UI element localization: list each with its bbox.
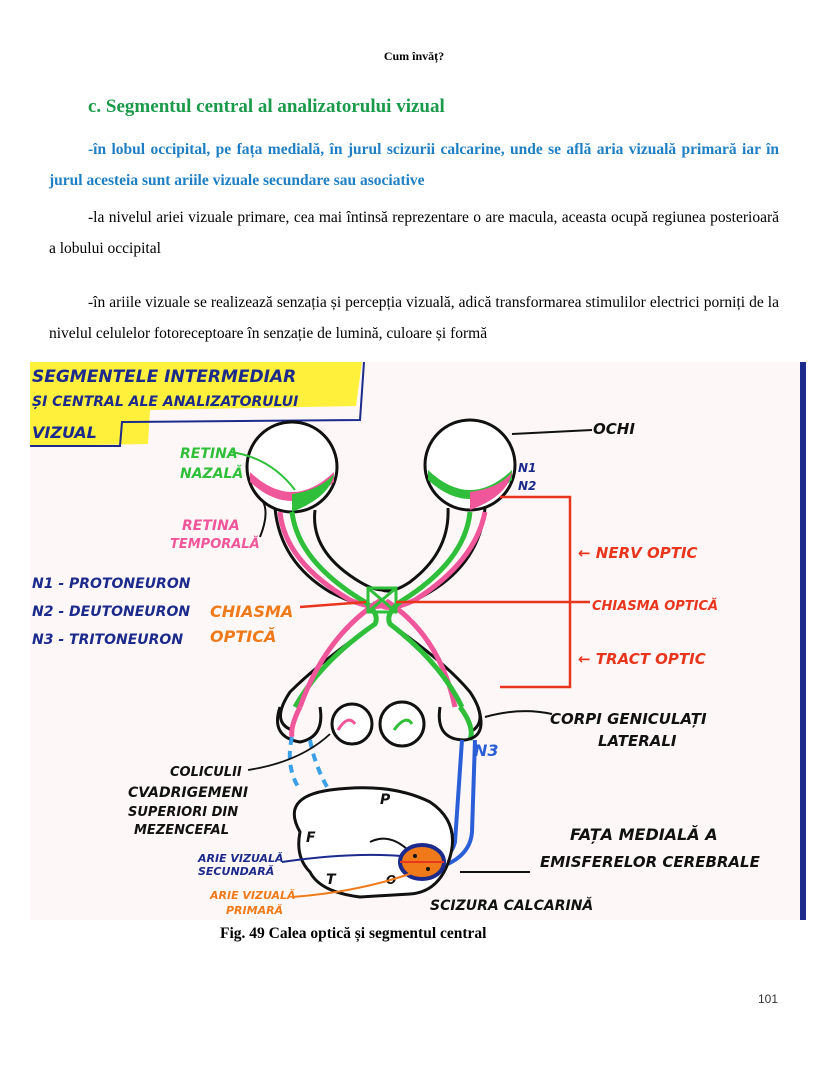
legend-n2: N2 - DEUTONEURON [32,604,190,620]
page-number: 101 [758,992,779,1006]
optic-pathway-drawing: SEGMENTELE INTERMEDIAR ȘI CENTRAL ALE AN… [30,362,761,917]
paragraph-primary-visual-area: -la nivelul ariei vizuale primare, cea m… [49,209,779,257]
retina-temporala-label-2: TEMPORALĂ [170,536,260,552]
n2-label: N2 [518,479,536,493]
coliculi-label-1: COLICULII [170,765,242,780]
coliculi-pointer [247,733,331,771]
nerv-optic-label: ← NERV OPTIC [578,544,698,562]
legend-n1: N1 - PROTONEURON [32,576,191,592]
arie-primara-label-1: ARIE VIZUALĂ [209,889,295,902]
arie-primara-pointer [291,871,416,898]
left-eye [245,420,339,514]
tract-optic-label: ← TRACT OPTIC [578,650,706,668]
right-eye [423,418,517,512]
coliculi-label-4: MEZENCEFAL [134,823,229,838]
retina-temporala-label-1: RETINA [182,518,240,534]
lobe-t-label: T [326,872,337,888]
chiasma-optica-right-label: CHIASMA OPTICĂ [592,598,718,614]
retina-nazala-label-2: NAZALĂ [180,464,243,482]
fata-mediala-label-1: FAȚA MEDIALĂ A [570,825,718,844]
retina-nazala-pointer [229,451,296,491]
optic-pathway-figure: SEGMENTELE INTERMEDIAR ȘI CENTRAL ALE AN… [30,362,806,920]
figure-title-line-1: SEGMENTELE INTERMEDIAR [32,367,296,387]
arie-secundara-label-1: ARIE VIZUALĂ [197,852,283,865]
legend-n3: N3 - TRITONEURON [32,632,183,648]
section-title: c. Segmentul central al analizatorului v… [88,96,445,117]
figure-title-line-3: VIZUAL [32,423,97,442]
fata-mediala-label-2: EMISFERELOR CEREBRALE [540,853,761,871]
coliculi-label-3: SUPERIORI DIN [128,805,238,820]
running-header: Cum învăț? [383,49,445,63]
chiasma-box [366,586,398,614]
nerve-tract-bracket [396,495,590,689]
brain-hemisphere-medial: F P T O [292,786,454,899]
chiasma-left-label-2: OPTICĂ [210,627,276,646]
n1-label: N1 [518,461,536,475]
arie-secundara-pointer [281,853,403,863]
figure-title-line-2: ȘI CENTRAL ALE ANALIZATORULUI [32,394,298,410]
chiasma-left-pointer [299,600,367,609]
arie-secundara-label-2: SECUNDARĂ [198,865,274,878]
figure-caption: Fig. 49 Calea optică și segmentul centra… [220,925,487,942]
lobe-f-label: F [306,830,316,846]
paragraph-occipital-lobe: -în lobul occipital, pe fața medială, în… [49,141,779,189]
nerve-fibers [277,511,488,741]
paragraph-visual-perception: -în ariile vizuale se realizează senzați… [49,294,779,342]
corpi-pointer [484,710,553,718]
geniculate-bodies [276,700,483,748]
figure-title-box: SEGMENTELE INTERMEDIAR ȘI CENTRAL ALE AN… [30,362,365,447]
collicular-fibers [287,736,332,794]
corpi-label-1: CORPI GENICULAȚI [550,710,707,728]
scizura-label: SCIZURA CALCARINĂ [430,896,593,914]
lobe-p-label: P [380,792,391,808]
arie-primara-label-2: PRIMARĂ [226,904,283,917]
chiasma-left-label-1: CHIASMA [210,602,293,621]
coliculi-label-2: CVADRIGEMENI [128,785,248,801]
retina-temporala-pointer [259,499,267,538]
retina-nazala-label-1: RETINA [180,446,238,462]
ochi-label: OCHI [593,420,635,438]
corpi-label-2: LATERALI [598,732,677,750]
ochi-pointer [511,429,593,435]
n3-label: N3 [474,741,499,760]
